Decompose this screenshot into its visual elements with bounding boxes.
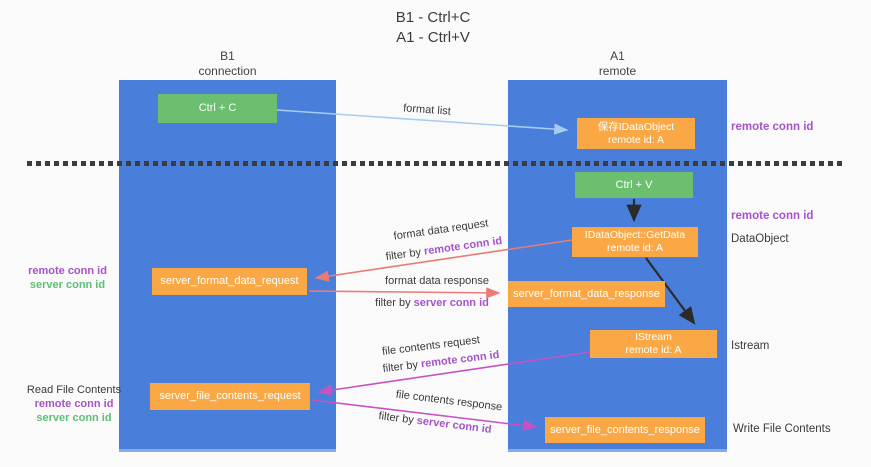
right-remote-conn-id-top-label: remote conn id (731, 121, 814, 133)
getdata-line1: IDataObject::GetData (584, 229, 686, 241)
dataobject-label: DataObject (731, 233, 789, 245)
save-idataobject-line2: remote id: A (607, 133, 665, 146)
lifeline-b1-name: B1 (220, 49, 235, 63)
diagram-title: B1 - Ctrl+C A1 - Ctrl+V (396, 8, 471, 48)
format-list-label: format list (402, 102, 452, 118)
lifeline-header-b1: B1 connection (119, 49, 336, 79)
format-data-response-arrow (308, 287, 501, 299)
ctrl-c-label: Ctrl + C (198, 102, 237, 114)
lifeline-header-a1: A1 remote (508, 49, 727, 79)
write-file-contents-label: Write File Contents (733, 423, 831, 435)
server-file-contents-response-box: server_file_contents_response (545, 417, 705, 443)
left-server-conn-id-top-label: server conn id (29, 279, 106, 291)
right-remote-conn-id-mid-label: remote conn id (731, 210, 814, 222)
server-conn-id-text: server conn id (413, 297, 489, 309)
idataobject-getdata-box: IDataObject::GetData remote id: A (572, 227, 698, 257)
server-format-data-request-box: server_format_data_request (152, 268, 307, 295)
ctrl-v-label: Ctrl + V (615, 178, 653, 191)
server-conn-id-text: server conn id (416, 414, 493, 436)
left-conn-id-group-top: remote conn id server conn id (20, 264, 115, 292)
filter-by-server-conn-id-label-1: filter by server conn id (375, 297, 489, 309)
filter-by-text: filter by (385, 246, 422, 264)
filter-by-text: filter by (375, 297, 411, 309)
save-idataobject-line1: 保存IDataObject (597, 120, 675, 133)
istream-box: IStream remote id: A (590, 330, 717, 358)
file-contents-response-label: file contents response (395, 388, 503, 414)
server-file-contents-request-label: server_file_contents_request (159, 390, 301, 402)
lifeline-a1-name: A1 (610, 49, 625, 63)
istream-side-label: Istream (731, 340, 770, 352)
left-remote-conn-id-top-label: remote conn id (28, 265, 107, 277)
lifeline-a1-subtitle: remote (598, 64, 637, 78)
filter-by-server-conn-id-label-2: filter by server conn id (378, 410, 492, 436)
server-format-data-request-label: server_format_data_request (160, 275, 299, 287)
format-data-response-label: format data response (385, 275, 489, 287)
remote-conn-id-text: remote conn id (423, 234, 503, 258)
filter-by-text: filter by (382, 358, 419, 376)
read-file-contents-label: Read File Contents (26, 384, 122, 396)
left-read-file-group: Read File Contents remote conn id server… (20, 383, 128, 425)
istream-line2: remote id: A (625, 344, 682, 356)
ctrl-c-box: Ctrl + C (158, 94, 277, 123)
left-remote-conn-id-bottom-label: remote conn id (34, 398, 114, 410)
server-file-contents-response-label: server_file_contents_response (550, 423, 700, 436)
phase-separator-dashed-line (27, 161, 845, 166)
lifeline-b1-subtitle: connection (198, 64, 257, 78)
save-idataobject-box: 保存IDataObject remote id: A (577, 118, 695, 149)
left-server-conn-id-bottom-label: server conn id (36, 412, 112, 424)
ctrl-v-box: Ctrl + V (575, 172, 693, 198)
server-format-data-response-label: server_format_data_response (513, 287, 660, 300)
server-file-contents-request-box: server_file_contents_request (150, 383, 310, 410)
getdata-line2: remote id: A (606, 242, 664, 254)
remote-conn-id-text: remote conn id (420, 348, 500, 371)
title-line-2: A1 - Ctrl+V (396, 29, 470, 46)
title-line-1: B1 - Ctrl+C (395, 9, 471, 26)
filter-by-text: filter by (377, 410, 415, 427)
istream-line1: IStream (635, 331, 672, 343)
server-format-data-response-box: server_format_data_response (508, 281, 665, 307)
